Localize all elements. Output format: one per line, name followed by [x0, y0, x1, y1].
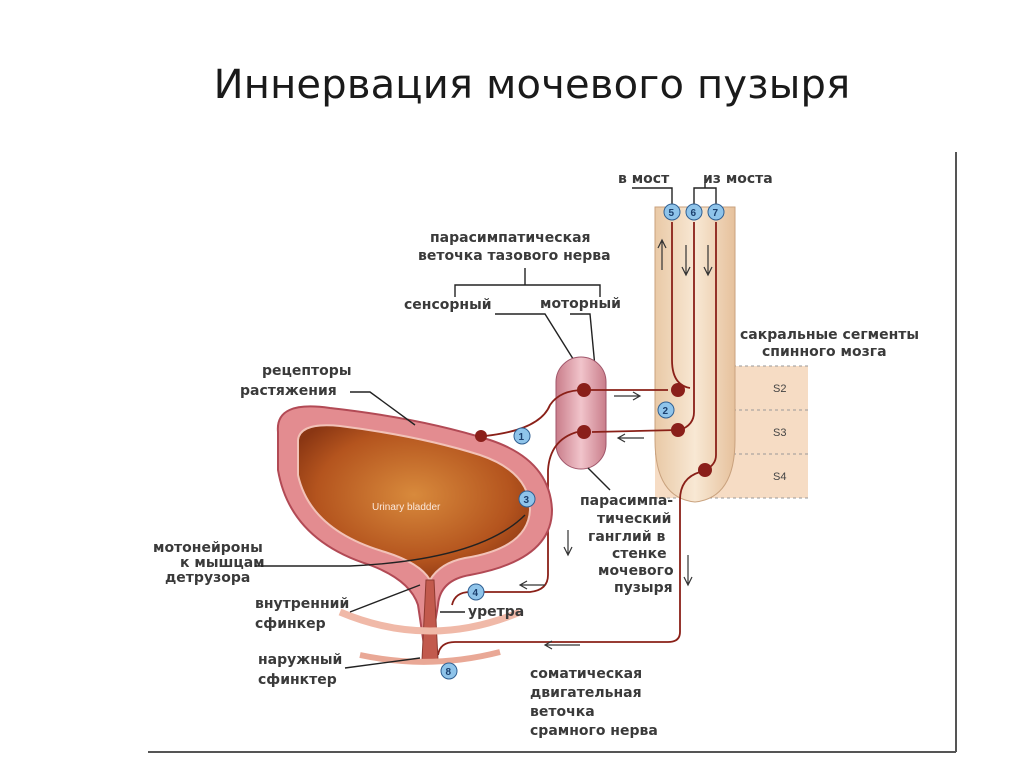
sacral-segments-label-line2: спинного мозга [762, 344, 887, 360]
receptors-label-line1: рецепторы [262, 363, 351, 379]
ganglion-label-line3: ганглий в [588, 529, 665, 545]
external-sphincter-leader [344, 657, 421, 669]
neuron-body-icon [671, 383, 685, 397]
motoneurons-label-line1: мотонейроны [153, 540, 263, 556]
receptors-label-line2: растяжения [240, 383, 337, 399]
direction-arrow-icon [518, 391, 693, 650]
urethra-label: уретра [468, 604, 524, 620]
from-pons-label: из моста [703, 171, 773, 187]
neuron-body-icon [698, 463, 712, 477]
external-sphincter-label-line2: сфинктер [258, 672, 337, 688]
from-pons-connector [693, 182, 717, 207]
ganglion-label-line4: стенке [612, 546, 667, 562]
svg-text:3: 3 [524, 495, 530, 506]
ganglion-leader [587, 467, 611, 491]
to-pons-connector [632, 187, 673, 207]
svg-text:4: 4 [473, 588, 479, 599]
urinary-bladder: Urinary bladder [276, 405, 554, 653]
numbered-badge-icon: 4 [467, 583, 485, 601]
to-pons-label: в мост [618, 171, 670, 187]
pelvic-nerve-bracket [454, 268, 601, 297]
internal-sphincter-label-line1: внутренний [255, 596, 349, 612]
sensory-fiber [484, 389, 668, 437]
numbered-badge-icon: 7 [707, 203, 725, 221]
pelvic-nerve-label-line1: парасимпатическая [430, 230, 591, 246]
internal-sphincter-leader [349, 584, 421, 613]
parasympathetic-ganglion [555, 356, 607, 470]
sensory-label: сенсорный [404, 297, 492, 313]
motoneurons-leader [255, 514, 526, 567]
somatic-label-line2: двигательная [530, 685, 642, 701]
sensory-leader [495, 313, 586, 379]
ascending-pathway-5 [671, 222, 691, 389]
sacral-segments-label-line1: сакральные сегменты [740, 327, 919, 343]
svg-text:2: 2 [663, 406, 669, 417]
cord-direction-arrows [657, 238, 713, 277]
segment-s3-label: S3 [773, 427, 786, 439]
external-sphincter-label-line1: наружный [258, 652, 342, 668]
motoneurons-label-line2: к мышцам [180, 555, 265, 571]
ganglion-label-line6: пузыря [614, 580, 673, 596]
ganglion-label-line1: парасимпа- [580, 493, 673, 509]
internal-sphincter-fiber [451, 505, 549, 606]
external-sphincter [359, 649, 501, 665]
neuron-body-icon [577, 425, 591, 439]
motor-label: моторный [540, 296, 621, 312]
numbered-badge-icon: 8 [440, 662, 458, 680]
slide-title: Иннервация мочевого пузыря [213, 62, 851, 108]
somatic-label-line4: срамного нерва [530, 723, 658, 739]
numbered-badge-icon: 5 [663, 203, 681, 221]
spinal-cord [654, 206, 736, 503]
pelvic-nerve-label-line2: веточка тазового нерва [418, 248, 611, 264]
segment-s4-label: S4 [773, 471, 786, 483]
internal-sphincter-label-line2: сфинкер [255, 616, 326, 632]
numbered-badge-icon: 2 [657, 401, 675, 419]
urinary-bladder-label: Urinary bladder [372, 502, 441, 513]
neuron-body-icon [475, 430, 487, 442]
internal-sphincter [338, 608, 522, 635]
motoneurons-label-line3: детрузора [165, 570, 250, 586]
somatic-label-line1: соматическая [530, 666, 642, 682]
numbered-badge-icon: 3 [518, 490, 536, 508]
numbered-badge-icon: 1 [513, 427, 531, 445]
svg-text:5: 5 [669, 208, 675, 219]
numbered-badge-icon: 6 [685, 203, 703, 221]
motor-fiber-to-ganglion [591, 429, 679, 433]
somatic-label-line3: веточка [530, 704, 595, 720]
svg-text:8: 8 [446, 667, 452, 678]
svg-text:7: 7 [713, 208, 719, 219]
svg-text:1: 1 [519, 432, 525, 443]
receptors-leader [350, 391, 416, 426]
ganglion-label-line2: тический [597, 511, 671, 527]
svg-text:6: 6 [691, 208, 697, 219]
segment-s2-label: S2 [773, 383, 786, 395]
ganglion-label-line5: мочевого [598, 563, 674, 579]
somatic-fiber [437, 471, 701, 656]
